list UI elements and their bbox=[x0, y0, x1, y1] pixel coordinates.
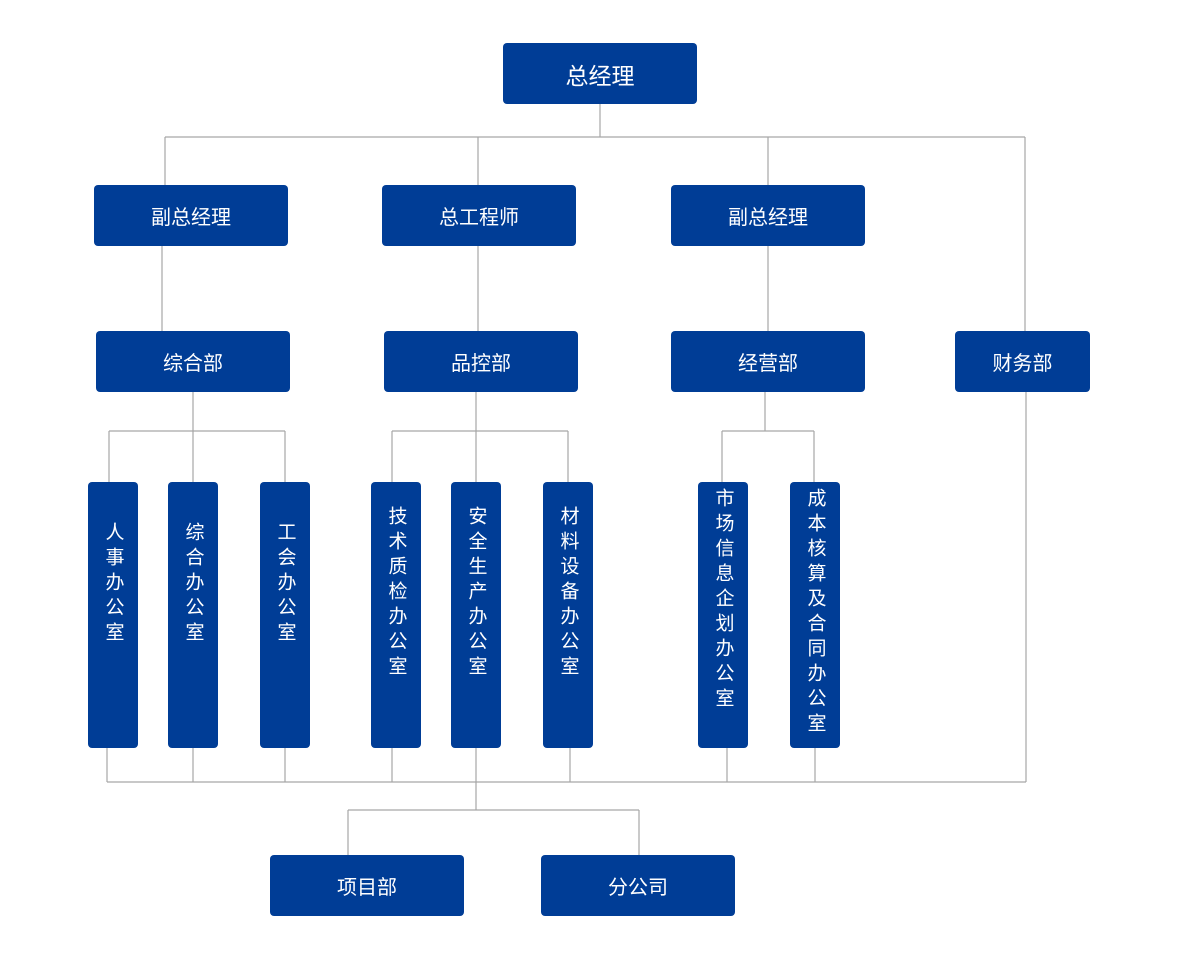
node-hr-office[interactable]: 人事办公室 bbox=[88, 482, 138, 748]
node-market-office[interactable]: 市场信息企划办公室 bbox=[698, 482, 748, 748]
node-admin-dept-label: 综合部 bbox=[163, 351, 223, 375]
node-qc-dept[interactable]: 品控部 bbox=[384, 331, 578, 392]
node-business-dept-label: 经营部 bbox=[738, 351, 798, 375]
node-tech-quality-office[interactable]: 技术质检办公室 bbox=[371, 482, 421, 748]
node-project-dept[interactable]: 项目部 bbox=[270, 855, 464, 916]
node-tech-quality-office-label: 技术质检办公室 bbox=[385, 506, 408, 681]
node-material-office[interactable]: 材料设备办公室 bbox=[543, 482, 593, 748]
node-project-dept-label: 项目部 bbox=[337, 875, 397, 899]
node-cost-office[interactable]: 成本核算及合同办公室 bbox=[790, 482, 840, 748]
node-deputy-gm-1[interactable]: 副总经理 bbox=[94, 185, 288, 246]
node-general-manager-label: 总经理 bbox=[565, 63, 635, 90]
node-material-office-label: 材料设备办公室 bbox=[557, 506, 580, 681]
node-business-dept[interactable]: 经营部 bbox=[671, 331, 865, 392]
node-chief-engineer[interactable]: 总工程师 bbox=[382, 185, 576, 246]
node-chief-engineer-label: 总工程师 bbox=[439, 205, 519, 229]
node-union-office[interactable]: 工会办公室 bbox=[260, 482, 310, 748]
node-qc-dept-label: 品控部 bbox=[451, 351, 511, 375]
node-branch-company[interactable]: 分公司 bbox=[541, 855, 735, 916]
node-safety-office[interactable]: 安全生产办公室 bbox=[451, 482, 501, 748]
node-finance-dept[interactable]: 财务部 bbox=[955, 331, 1090, 392]
node-cost-office-label: 成本核算及合同办公室 bbox=[804, 488, 827, 738]
node-hr-office-label: 人事办公室 bbox=[102, 522, 125, 647]
node-deputy-gm-2-label: 副总经理 bbox=[728, 205, 808, 229]
node-general-office-label: 综合办公室 bbox=[182, 522, 205, 647]
node-admin-dept[interactable]: 综合部 bbox=[96, 331, 290, 392]
node-market-office-label: 市场信息企划办公室 bbox=[712, 488, 735, 713]
node-deputy-gm-2[interactable]: 副总经理 bbox=[671, 185, 865, 246]
node-finance-dept-label: 财务部 bbox=[992, 351, 1053, 375]
node-general-office[interactable]: 综合办公室 bbox=[168, 482, 218, 748]
node-safety-office-label: 安全生产办公室 bbox=[465, 506, 488, 681]
node-branch-company-label: 分公司 bbox=[608, 875, 668, 899]
node-general-manager[interactable]: 总经理 bbox=[503, 43, 697, 104]
node-deputy-gm-1-label: 副总经理 bbox=[151, 205, 231, 229]
node-union-office-label: 工会办公室 bbox=[274, 522, 297, 647]
